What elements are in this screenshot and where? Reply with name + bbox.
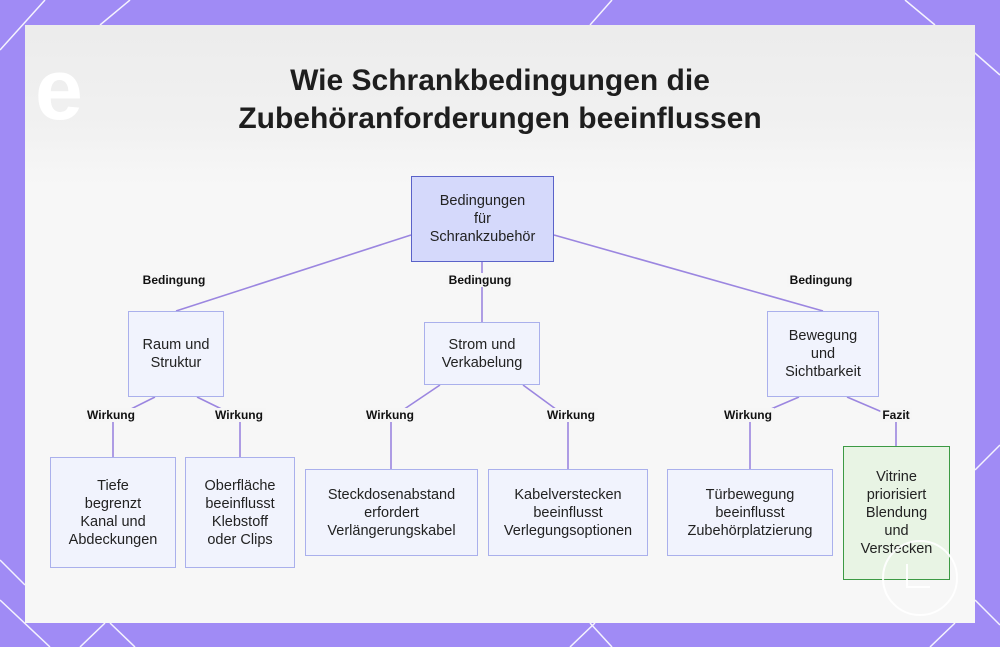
node-depth: Tiefe begrenzt Kanal und Abdeckungen — [50, 457, 176, 568]
edge-label-root-movement: Bedingung — [788, 273, 855, 287]
edge-label-root-power: Bedingung — [447, 273, 514, 287]
node-movement-visibility: Bewegung und Sichtbarkeit — [767, 311, 879, 397]
node-door-movement: Türbewegung beeinflusst Zubehörplatzieru… — [667, 469, 833, 556]
node-surface: Oberfläche beeinflusst Klebstoff oder Cl… — [185, 457, 295, 568]
edge-space-depth — [113, 397, 155, 457]
edge-space-surface — [197, 397, 240, 457]
node-space-structure: Raum und Struktur — [128, 311, 224, 397]
edge-power-outlet — [391, 385, 440, 469]
edge-label-power-cable: Wirkung — [545, 408, 597, 422]
edge-label-root-space: Bedingung — [141, 273, 208, 287]
node-outlet-spacing: Steckdosenabstand erfordert Verlängerung… — [305, 469, 478, 556]
edge-power-cable — [523, 385, 568, 469]
edge-label-space-depth: Wirkung — [85, 408, 137, 422]
node-root: Bedingungen für Schrankzubehör — [411, 176, 554, 262]
share-icon[interactable] — [882, 540, 958, 616]
edge-root-movement — [554, 235, 823, 311]
edge-label-movement-vitrine: Fazit — [880, 408, 911, 422]
edge-label-movement-door: Wirkung — [722, 408, 774, 422]
edge-label-power-outlet: Wirkung — [364, 408, 416, 422]
node-power-wiring: Strom und Verkabelung — [424, 322, 540, 385]
node-cable-hiding: Kabelverstecken beeinflusst Verlegungsop… — [488, 469, 648, 556]
edge-label-space-surface: Wirkung — [213, 408, 265, 422]
edge-root-space — [176, 235, 411, 311]
